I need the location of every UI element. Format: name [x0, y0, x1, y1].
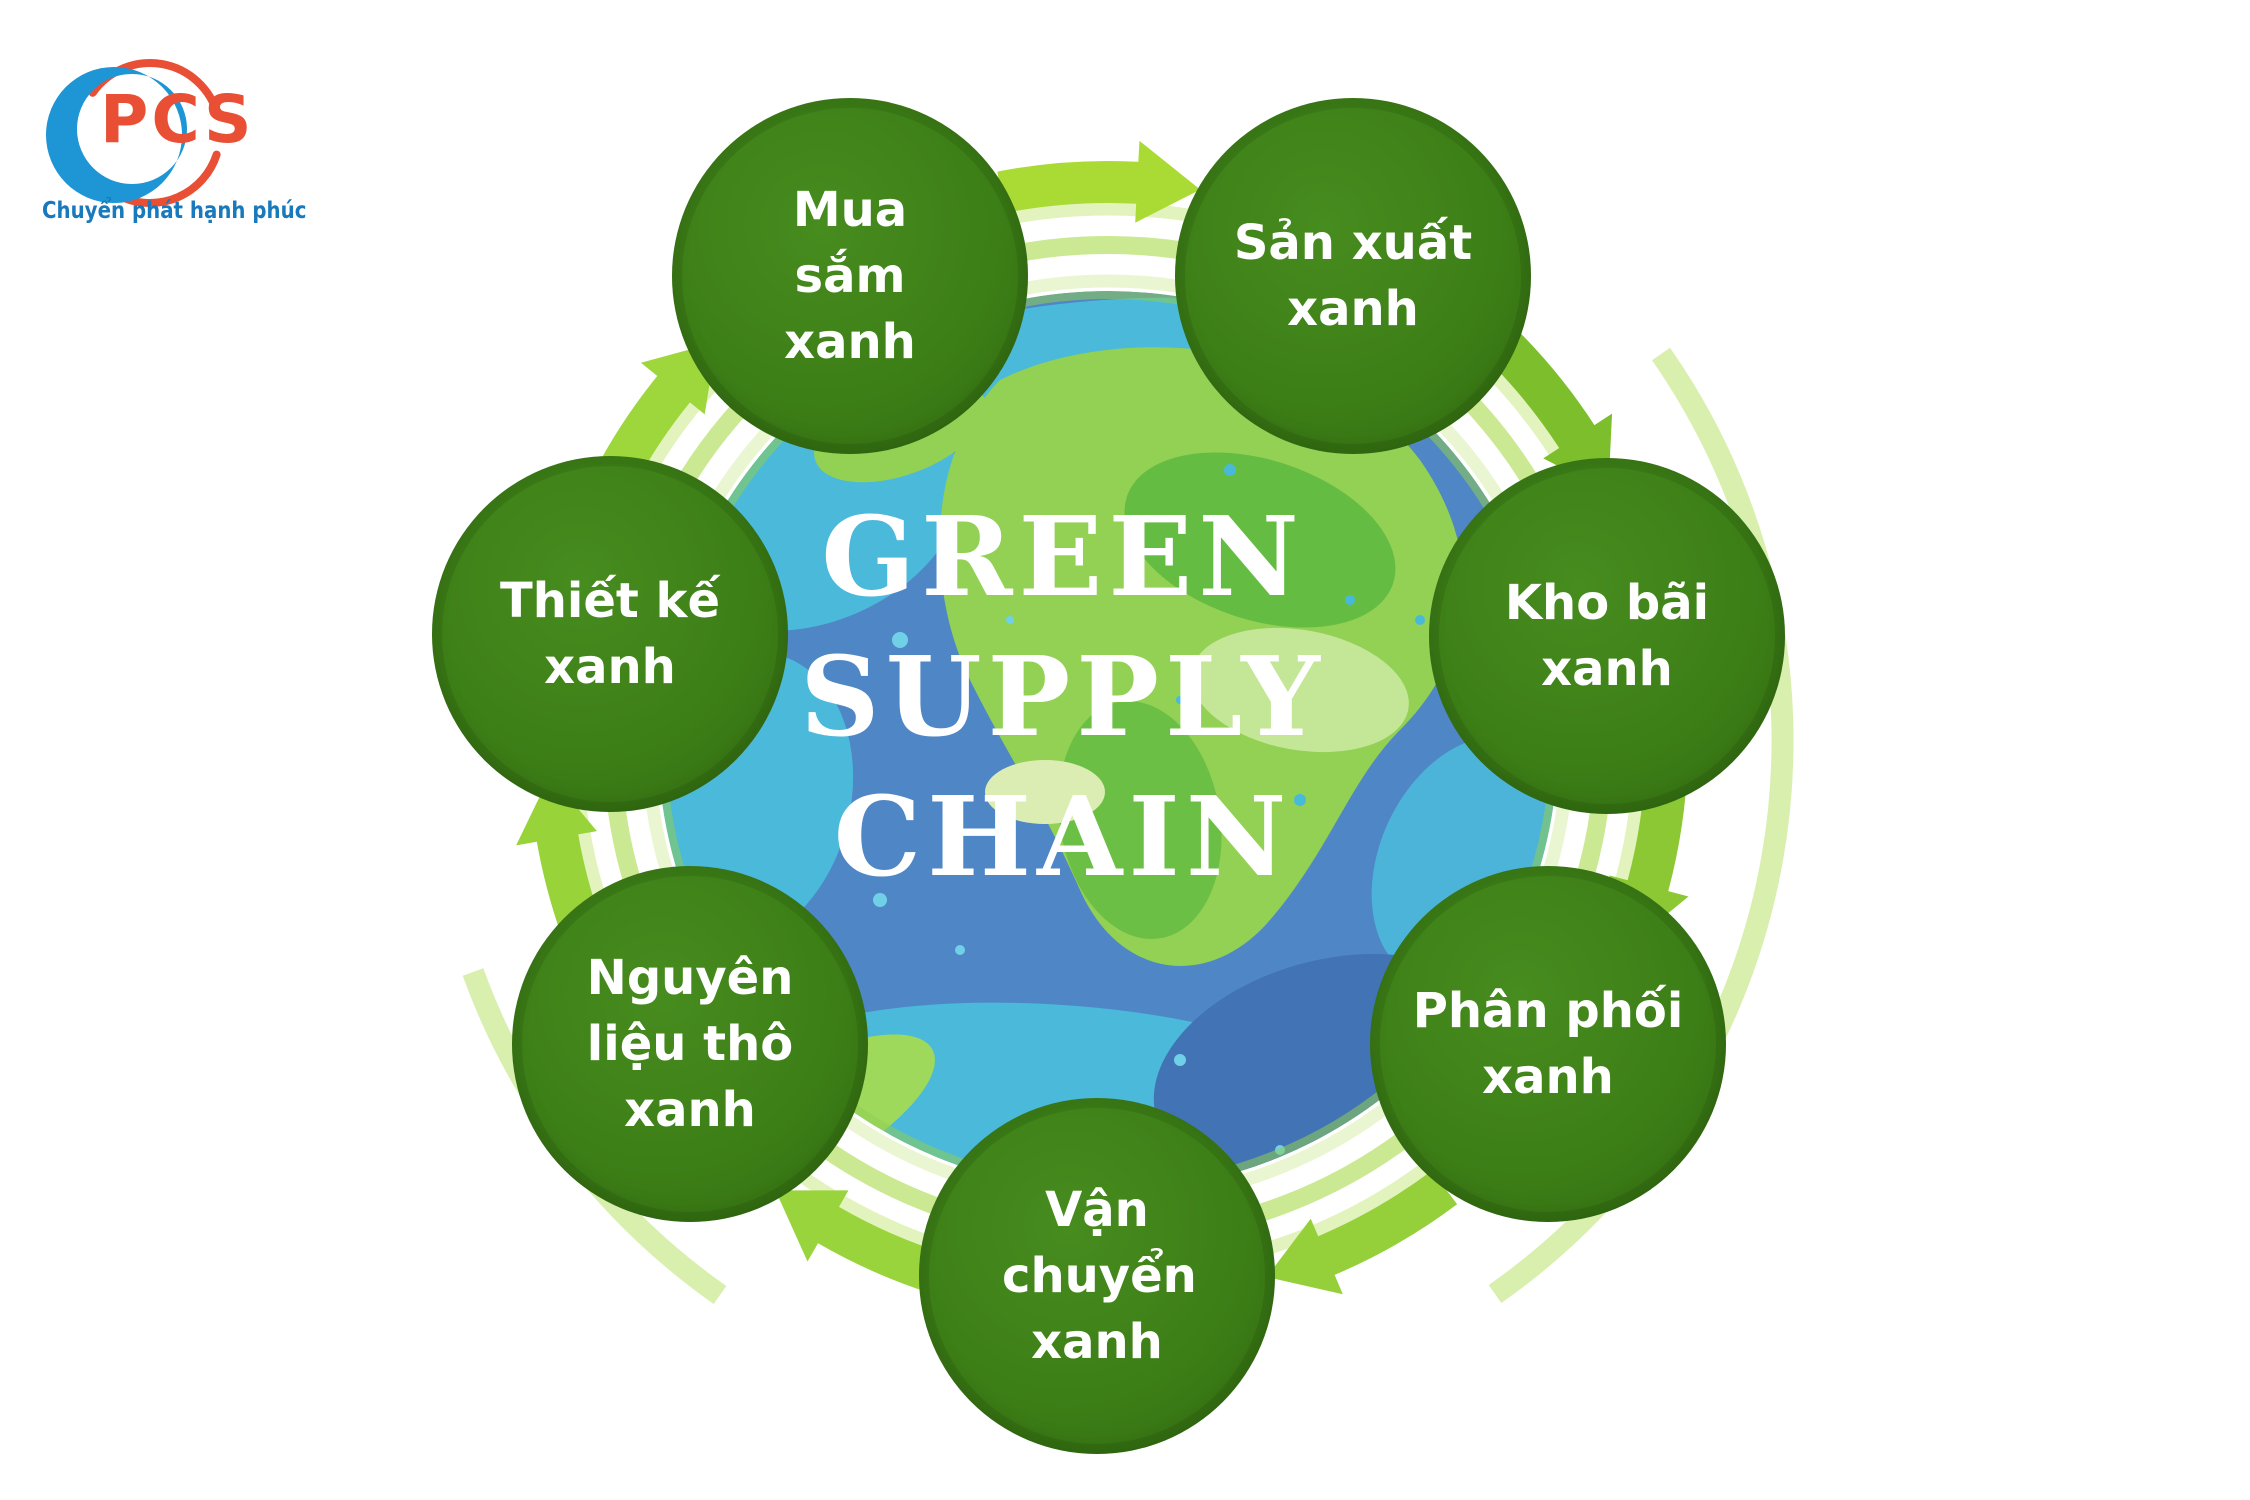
node-mua-sam-xanh: Mua sắm xanh [672, 98, 1028, 454]
diagram-title-line: CHAIN [833, 772, 1293, 901]
node-kho-bai-xanh: Kho bãi xanh [1429, 458, 1785, 814]
pcs-logo-tagline: Chuyển phát hạnh phúc [42, 198, 307, 224]
node-thiet-ke-xanh: Thiết kế xanh [432, 456, 788, 812]
node-san-xuat-xanh: Sản xuất xanh [1175, 98, 1531, 454]
pcs-logo: PCS Chuyển phát hạnh phúc [28, 30, 328, 260]
diagram-title-line: GREEN [821, 492, 1305, 621]
diagram-title-line: SUPPLY [800, 632, 1326, 761]
node-label: Thiết kế xanh [499, 573, 721, 695]
pcs-logo-swoosh-icon [46, 59, 222, 207]
node-van-chuyen-xanh: Vận chuyển xanh [919, 1098, 1275, 1454]
node-label: Nguyên liệu thô xanh [586, 950, 794, 1138]
diagram-title: GREEN SUPPLY CHAIN [663, 487, 1463, 907]
node-label: Vận chuyển xanh [1002, 1182, 1197, 1370]
node-label: Kho bãi xanh [1504, 575, 1710, 697]
node-label: Mua sắm xanh [784, 182, 916, 370]
node-label: Phân phối xanh [1412, 983, 1684, 1105]
pcs-logo-text: PCS [100, 81, 255, 158]
earth-globe [658, 291, 1558, 1191]
node-phan-phoi-xanh: Phân phối xanh [1370, 866, 1726, 1222]
node-nguyen-lieu-tho-xanh: Nguyên liệu thô xanh [512, 866, 868, 1222]
node-label: Sản xuất xanh [1233, 215, 1473, 337]
